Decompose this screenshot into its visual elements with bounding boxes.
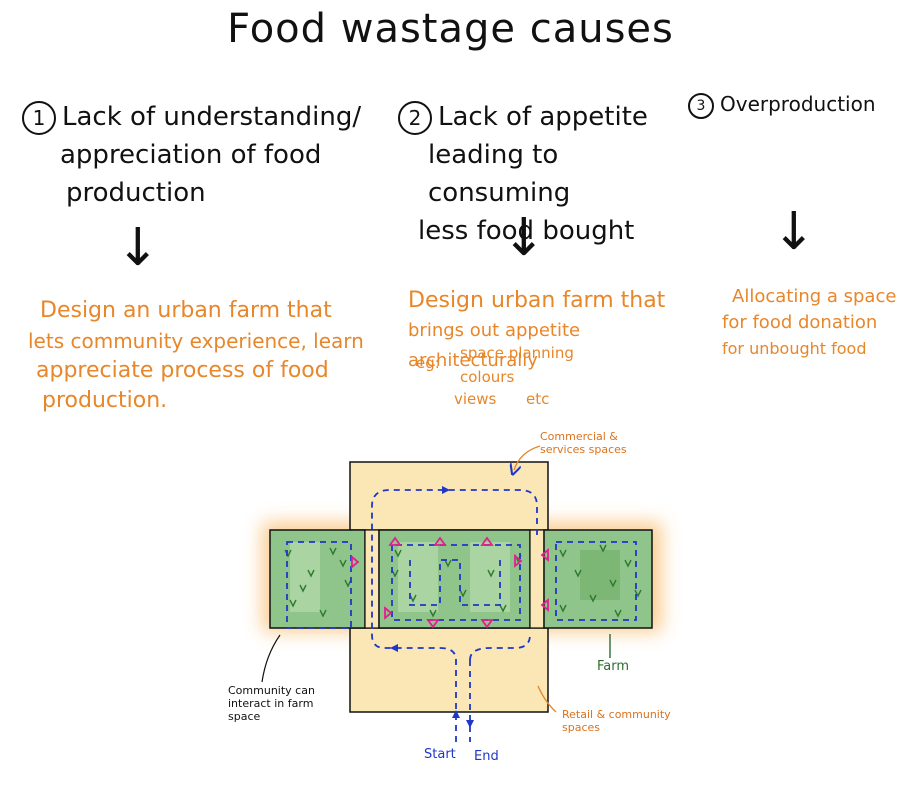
solution-3-line-1: Allocating a space bbox=[732, 286, 897, 307]
urban-farm-plan-diagram bbox=[261, 445, 662, 742]
solution-3-line-2: for food donation bbox=[722, 312, 878, 333]
cause-1-number: 1 bbox=[22, 100, 56, 135]
corridor-right bbox=[529, 529, 545, 629]
cause-3-line-1: Overproduction bbox=[720, 92, 876, 116]
community-label: Community can interact in farm space bbox=[228, 684, 315, 723]
solution-1-line-4: production. bbox=[42, 388, 168, 413]
retail-community-label: Retail & community spaces bbox=[562, 708, 671, 734]
entry-markers bbox=[351, 536, 549, 629]
solution-2-line-1: Design urban farm that bbox=[408, 288, 666, 313]
commercial-services-label: Commercial & services spaces bbox=[540, 430, 627, 456]
solution-2-example-2: colours bbox=[460, 368, 515, 386]
solution-3: Allocating a space for food donation for… bbox=[722, 284, 897, 362]
cause-3-number: 3 bbox=[688, 92, 714, 119]
solution-2-line-2: brings out appetite architecturally bbox=[408, 320, 581, 371]
farm-patch bbox=[290, 542, 320, 612]
cause-1-line-2: appreciation of food bbox=[60, 140, 322, 170]
farm-patch bbox=[580, 550, 620, 600]
farm-patch bbox=[470, 542, 510, 612]
cause-2-number: 2 bbox=[398, 100, 432, 135]
solution-2-example-1: space planning bbox=[460, 344, 574, 362]
farm-patch bbox=[398, 542, 438, 612]
circulation-path bbox=[286, 489, 637, 742]
path-direction-arrows bbox=[390, 486, 474, 728]
solution-2-example-3: views bbox=[454, 390, 497, 408]
cause-2-line-3: less food bought bbox=[418, 216, 635, 246]
solution-2-example-4: etc bbox=[526, 390, 550, 408]
solution-1-line-1: Design an urban farm that bbox=[40, 298, 332, 323]
page-title: Food wastage causes bbox=[227, 6, 674, 52]
solution-1: Design an urban farm that lets community… bbox=[28, 296, 378, 416]
cause-2-line-1: Lack of appetite bbox=[438, 102, 648, 132]
solution-2: Design urban farm that brings out appeti… bbox=[408, 286, 708, 376]
down-arrow-icon-3: ↓ bbox=[772, 202, 816, 262]
solution-2-eg-label: eg: bbox=[416, 354, 440, 372]
solution-3-line-3: for unbought food bbox=[722, 339, 867, 358]
solution-1-line-3: appreciate process of food bbox=[36, 358, 329, 383]
cause-1-line-3: production bbox=[66, 178, 206, 208]
crop-marks bbox=[284, 544, 642, 618]
solution-1-line-2: lets community experience, learn bbox=[28, 329, 364, 353]
farm-label: Farm bbox=[597, 659, 630, 674]
orange-leader-lines bbox=[514, 445, 557, 713]
down-arrow-icon-2: ↓ bbox=[502, 208, 546, 268]
commercial-services-block bbox=[349, 461, 549, 531]
down-arrow-icon-1: ↓ bbox=[116, 218, 160, 278]
leader-lines bbox=[261, 634, 281, 683]
cause-1-line-1: Lack of understanding/ bbox=[62, 102, 362, 132]
end-label: End bbox=[474, 749, 499, 764]
start-label: Start bbox=[424, 747, 456, 762]
retail-community-block bbox=[349, 627, 549, 713]
cause-2-line-2: leading to consuming bbox=[428, 140, 571, 208]
